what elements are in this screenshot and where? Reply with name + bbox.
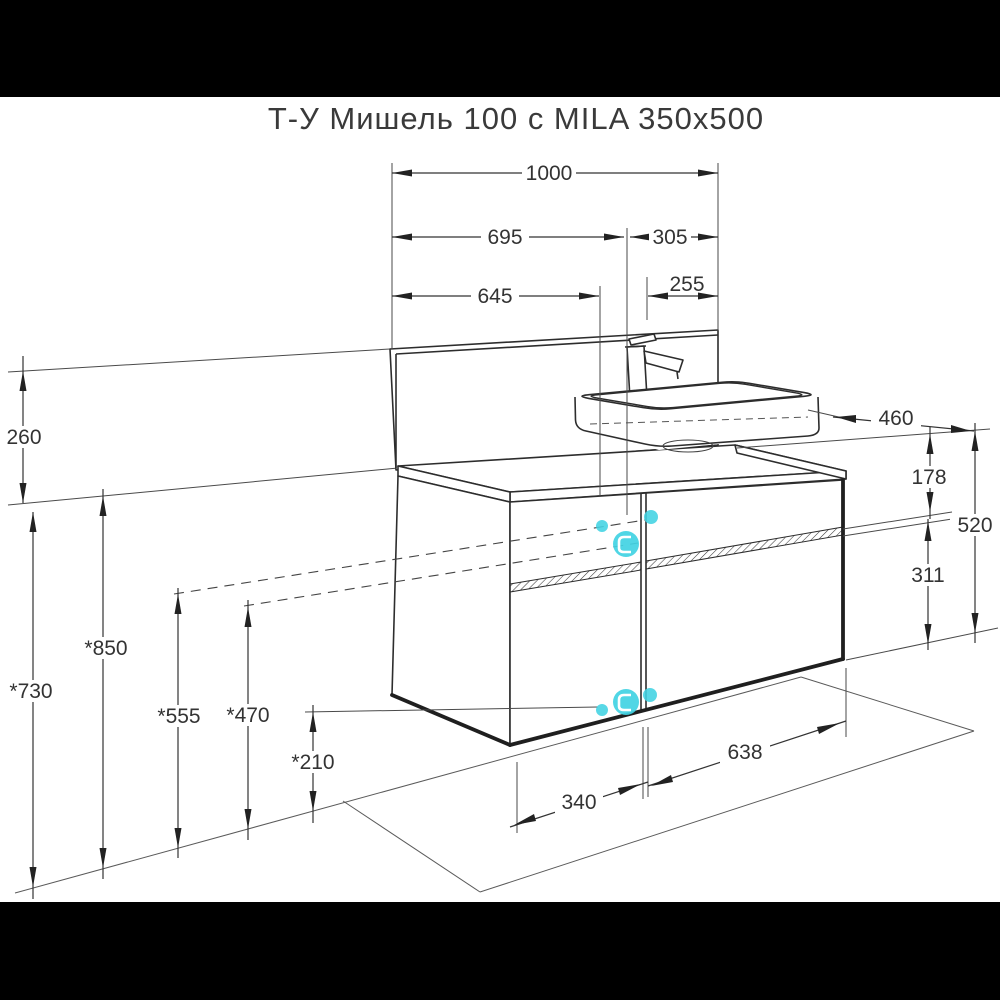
highlight-marker-bottom: [596, 688, 657, 716]
dim-label-638: 638: [727, 741, 762, 764]
faucet: [624, 333, 684, 400]
countertop: [397, 444, 847, 503]
dim-label-1000: 1000: [526, 162, 573, 185]
dim-label-460: 460: [878, 407, 913, 430]
highlight-marker-top: [596, 510, 658, 557]
dim-label-260: 260: [6, 426, 41, 449]
dim-340: 340: [509, 781, 649, 828]
dim-730: *730: [4, 512, 58, 899]
dim-bottom-drawer: 311: [904, 519, 952, 650]
extension-lines: [391, 163, 999, 833]
dim-overall-width: 1000: [392, 162, 718, 185]
drain-height-guides: [173, 519, 646, 713]
dim-470: *470: [221, 600, 275, 840]
cabinet: [390, 475, 845, 747]
highlight-dot: [643, 688, 657, 702]
wall-floor-lines: [7, 348, 802, 894]
dim-label-850: *850: [84, 637, 127, 660]
letterbox-top: [0, 0, 1000, 97]
dim-305: 305: [630, 226, 718, 249]
drawing-title: Т-У Мишель 100 с MILA 350x500: [268, 101, 764, 136]
floor-outline: [342, 676, 975, 893]
dim-645: 645: [392, 285, 599, 308]
dim-cabinet-height: 520: [950, 423, 1000, 643]
dim-label-340: 340: [561, 791, 596, 814]
dim-210: *210: [286, 705, 340, 823]
dim-638: 638: [647, 720, 847, 787]
dim-label-255: 255: [669, 273, 704, 296]
dim-label-695: 695: [487, 226, 522, 249]
dim-label-730: *730: [9, 680, 52, 703]
dim-555: *555: [152, 588, 206, 858]
drain-hole: [662, 439, 714, 453]
dim-counter-height: *850: [79, 489, 133, 879]
dim-label-555: *555: [157, 705, 200, 728]
dim-label-470: *470: [226, 704, 269, 727]
vessel-sink: [574, 381, 820, 453]
dim-label-311: 311: [911, 564, 944, 587]
highlight-dot: [644, 510, 658, 524]
dim-backsplash-height: 260: [1, 356, 47, 503]
faucet-spout: [643, 350, 684, 373]
highlight-dot: [596, 704, 608, 716]
letterbox-bottom: [0, 902, 1000, 1000]
dim-top-drawer: 178: [905, 427, 953, 519]
faucet-handle: [628, 333, 657, 346]
dim-label-645: 645: [477, 285, 512, 308]
dim-label-178: 178: [911, 466, 946, 489]
dim-depth: 460: [807, 407, 975, 433]
dim-255: 255: [648, 273, 718, 300]
dim-label-305: 305: [652, 226, 687, 249]
highlight-dot: [596, 520, 608, 532]
dim-695: 695: [392, 226, 624, 249]
dim-label-520: 520: [957, 514, 992, 537]
dim-label-210: *210: [291, 751, 334, 774]
